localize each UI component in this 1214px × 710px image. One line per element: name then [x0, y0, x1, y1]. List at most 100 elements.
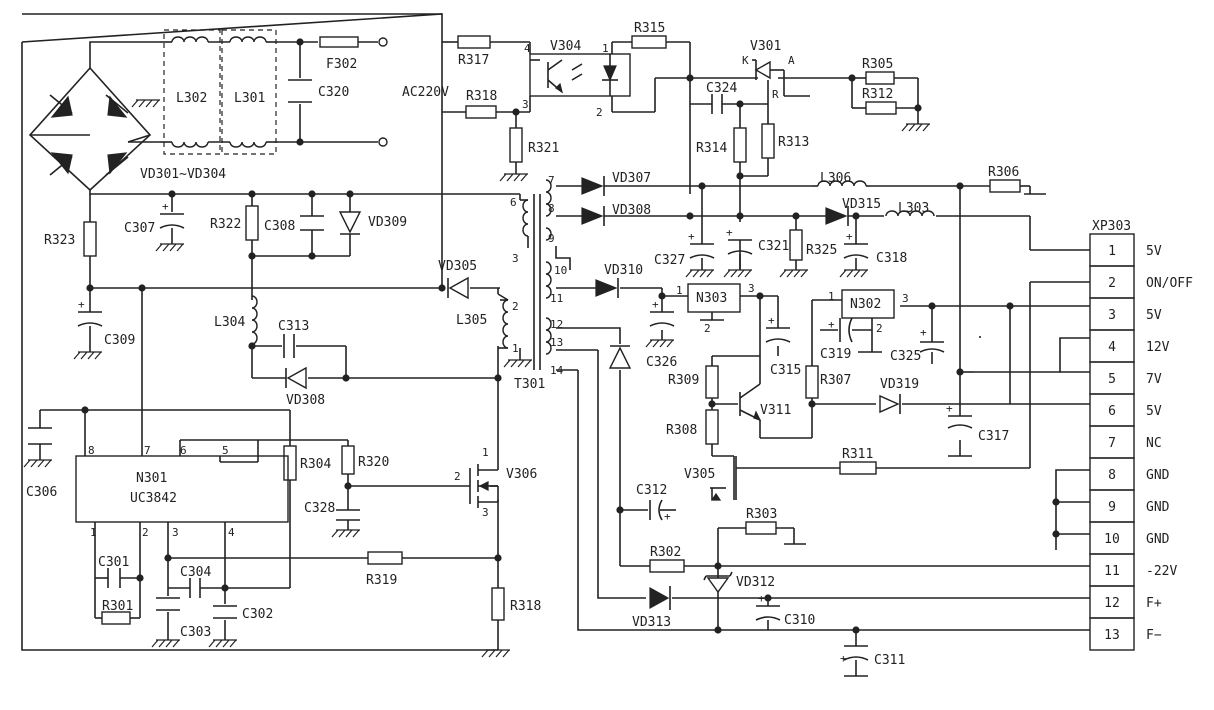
mosfet-v306 [469, 450, 499, 508]
common-mode-choke [160, 29, 277, 155]
svg-text:+: + [946, 402, 953, 415]
resistor-r313 [761, 123, 775, 159]
r305-label: R305 [862, 57, 893, 72]
transistor-v305 [710, 456, 737, 501]
n301-pin5: 5 [222, 444, 229, 457]
t-pin10: 10 [554, 264, 567, 277]
t-pin7: 7 [548, 174, 555, 187]
capacitor-c319: + [828, 317, 882, 353]
capacitor-c306 [23, 427, 53, 468]
t-pin8: 8 [548, 202, 555, 215]
r303-label: R303 [746, 507, 777, 522]
connector-signal-name: 5V [1146, 308, 1162, 323]
connector-signal-name: 12V [1146, 340, 1170, 355]
resistor-r325 [779, 229, 809, 278]
n303-pin1: 1 [676, 284, 683, 297]
resistor-r307 [805, 365, 819, 399]
capacitor-c310: + [755, 592, 781, 621]
n303-label: N303 [696, 291, 727, 306]
connector-pin-number: 12 [1104, 596, 1120, 611]
v301-label: V301 [750, 39, 781, 54]
r315-label: R315 [634, 21, 665, 36]
capacitor-c325: + [919, 326, 945, 353]
connector-pin-number: 5 [1108, 372, 1116, 387]
connector-signal-name: F− [1146, 628, 1162, 643]
diode-vd313 [649, 586, 671, 610]
resistor-r305 [865, 71, 895, 85]
c311-label: C311 [874, 653, 905, 668]
resistor-r308 [705, 409, 719, 445]
resistor-r319 [367, 551, 403, 565]
connector-pin-number: 2 [1108, 276, 1116, 291]
r314-label: R314 [696, 141, 727, 156]
r320-label: R320 [358, 455, 389, 470]
optocoupler-v304 [529, 53, 631, 97]
resistor-r320 [341, 445, 355, 475]
resistor-r312 [865, 101, 897, 115]
t301-label: T301 [514, 377, 545, 392]
resistor-r309 [705, 365, 719, 399]
n301-pin4: 4 [228, 526, 235, 539]
ac-input-label: AC220V [402, 85, 449, 100]
connector-pin-number: 3 [1108, 308, 1116, 323]
v311-label: V311 [760, 403, 791, 418]
r302-label: R302 [650, 545, 681, 560]
resistor-r311 [839, 461, 877, 475]
n302-pin2: 2 [876, 322, 883, 335]
r301-label: R301 [102, 599, 133, 614]
diode-vd319 [879, 394, 901, 414]
capacitor-c324 [711, 94, 723, 114]
c328-label: C328 [304, 501, 335, 516]
r322-label: R322 [210, 217, 241, 232]
c326-label: C326 [646, 355, 677, 370]
v305-label: V305 [684, 467, 715, 482]
t-pin13: 13 [550, 336, 563, 349]
capacitor-c312: + [649, 499, 671, 523]
r308-label: R308 [666, 423, 697, 438]
c319-label: C319 [820, 347, 851, 362]
n301-pin2: 2 [142, 526, 149, 539]
resistor-r321 [499, 127, 529, 182]
inductor-l304 [251, 295, 258, 345]
connector-signal-name: F+ [1146, 596, 1162, 611]
v306-pin3: 3 [482, 506, 489, 519]
vd309-label: VD309 [368, 215, 407, 230]
vd308-output-label: VD308 [612, 203, 651, 218]
r311-label: R311 [842, 447, 873, 462]
svg-text:+: + [162, 200, 169, 213]
capacitor-c302 [208, 605, 238, 648]
inductor-l306 [812, 180, 870, 187]
c327-label: C327 [654, 253, 685, 268]
diode-vd308-snubber [285, 366, 307, 390]
connector-signal-name: GND [1146, 532, 1170, 547]
t-pin9: 9 [548, 232, 555, 245]
n303-pin2: 2 [704, 322, 711, 335]
v306-label: V306 [506, 467, 537, 482]
t-pin12: 12 [550, 318, 563, 331]
svg-text:+: + [768, 314, 775, 327]
capacitor-c317: + [946, 402, 973, 457]
c301-label: C301 [98, 555, 129, 570]
l301-label: L301 [234, 91, 265, 106]
c325-label: C325 [890, 349, 921, 364]
l304-label: L304 [214, 315, 245, 330]
svg-text:+: + [652, 298, 659, 311]
connector-pin-number: 13 [1104, 628, 1120, 643]
n302-pin1: 1 [828, 290, 835, 303]
diode-vd310 [595, 278, 619, 298]
vd308-snubber-label: VD308 [286, 393, 325, 408]
connector-pin-number: 4 [1108, 340, 1116, 355]
transistor-v311 [739, 356, 762, 422]
connector-signal-name: GND [1146, 500, 1170, 515]
bridge-label: VD301~VD304 [140, 167, 226, 182]
svg-text:+: + [828, 318, 835, 331]
n301-pin3: 3 [172, 526, 179, 539]
pwm-controller-n301 [75, 455, 289, 523]
t-pin1: 1 [512, 342, 519, 355]
vd310-label: VD310 [604, 263, 643, 278]
c318-label: C318 [876, 251, 907, 266]
v301-a: A [788, 54, 795, 67]
connector-pin-number: 8 [1108, 468, 1116, 483]
